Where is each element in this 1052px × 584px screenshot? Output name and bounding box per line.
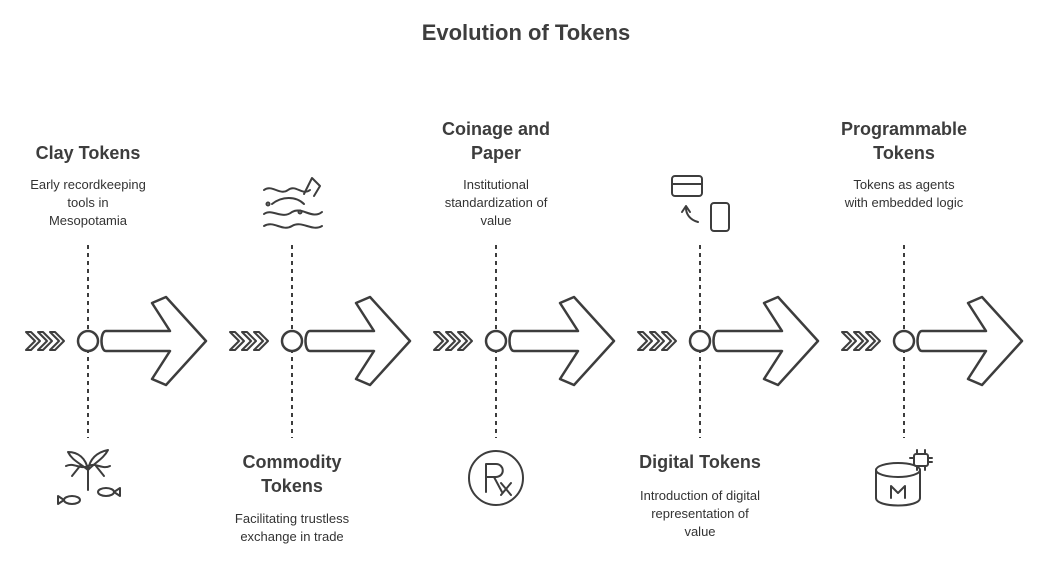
timeline-segment bbox=[637, 245, 820, 438]
chevron-icon bbox=[661, 331, 677, 351]
timeline-node bbox=[892, 329, 916, 353]
stage-title-line: Paper bbox=[470, 143, 522, 163]
arrow-icon bbox=[304, 295, 412, 387]
chevron-icon bbox=[445, 331, 461, 351]
chevron-icon bbox=[49, 331, 65, 351]
stage-description-line: exchange in trade bbox=[240, 529, 344, 544]
timeline-node bbox=[484, 329, 508, 353]
chevron-icon bbox=[25, 331, 41, 351]
stage-description: Tokens as agents with embedded logic bbox=[824, 176, 984, 212]
stage-title-line: Clay Tokens bbox=[35, 143, 141, 163]
chevron-icon bbox=[241, 331, 257, 351]
stage-title: Clay Tokens bbox=[3, 141, 173, 165]
timeline-node bbox=[280, 329, 304, 353]
database-chip-icon bbox=[875, 449, 933, 507]
stage-title-line: Tokens bbox=[873, 143, 935, 163]
stage-description: Facilitating trustless exchange in trade bbox=[212, 510, 372, 546]
chevron-icon bbox=[865, 331, 881, 351]
chevron-icon bbox=[433, 331, 449, 351]
card-phone-icon bbox=[671, 175, 730, 232]
stage-description-line: Early recordkeeping bbox=[30, 177, 146, 192]
chevron-icon bbox=[229, 331, 245, 351]
stage-title-line: Tokens bbox=[261, 476, 323, 496]
stage-title-line: Coinage and bbox=[441, 119, 550, 139]
stage-title-line: Digital Tokens bbox=[639, 452, 761, 472]
chevron-icon bbox=[637, 331, 653, 351]
chevron-icon bbox=[457, 331, 473, 351]
stage-description-line: tools in bbox=[67, 195, 109, 210]
chevron-icon bbox=[649, 331, 665, 351]
arrow-icon bbox=[508, 295, 616, 387]
timeline-segment bbox=[25, 245, 208, 438]
stage-description-line: Mesopotamia bbox=[48, 213, 128, 228]
stage-title-line: Programmable bbox=[840, 119, 968, 139]
arrow-icon bbox=[916, 295, 1024, 387]
stage-description: Institutional standardization of value bbox=[416, 176, 576, 230]
stage-description-line: Institutional bbox=[463, 177, 529, 192]
prescription-icon bbox=[468, 450, 524, 506]
stage-description-line: standardization of bbox=[444, 195, 548, 210]
stage-description-line: value bbox=[684, 524, 716, 539]
chevron-icon bbox=[253, 331, 269, 351]
timeline-node bbox=[688, 329, 712, 353]
timeline-segment bbox=[841, 245, 1024, 438]
stage-description: Early recordkeeping tools in Mesopotamia bbox=[8, 176, 168, 230]
timeline-segment bbox=[229, 245, 412, 438]
timeline-segment bbox=[433, 245, 616, 438]
chevron-icon bbox=[37, 331, 53, 351]
stage-title-line: Commodity bbox=[242, 452, 342, 472]
stage-description-line: Tokens as agents bbox=[853, 177, 955, 192]
stage-description-line: with embedded logic bbox=[844, 195, 964, 210]
stage-description-line: representation of bbox=[651, 506, 749, 521]
stage-description: Introduction of digital representation of… bbox=[620, 487, 780, 541]
chevron-icon bbox=[841, 331, 857, 351]
arrow-icon bbox=[100, 295, 208, 387]
stage-title: Digital Tokens bbox=[615, 450, 785, 474]
stage-description-line: Facilitating trustless bbox=[234, 511, 350, 526]
stage-description-line: Introduction of digital bbox=[640, 488, 760, 503]
timeline-node bbox=[76, 329, 100, 353]
plant-fish-icon bbox=[57, 449, 121, 505]
arrow-icon bbox=[712, 295, 820, 387]
chevron-icon bbox=[853, 331, 869, 351]
stage-description-line: value bbox=[480, 213, 512, 228]
waves-icon bbox=[263, 177, 323, 229]
diagram-title: Evolution of Tokens bbox=[421, 20, 631, 45]
